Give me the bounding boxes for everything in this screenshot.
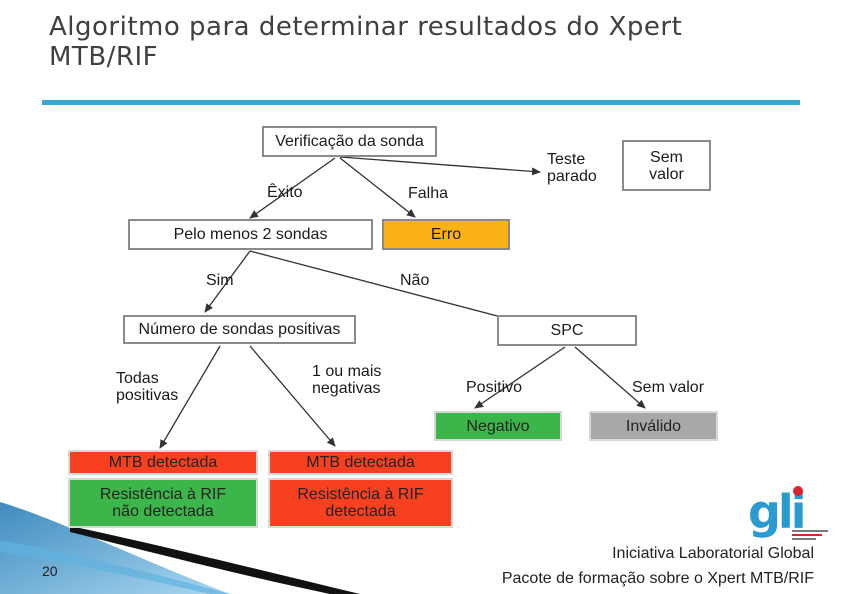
no-label: Não xyxy=(400,272,430,289)
all-positive-label: Todas positivas xyxy=(116,370,179,404)
title-rule xyxy=(42,100,800,105)
probe-check-box: Verificação da sonda xyxy=(262,126,437,157)
error-box: Erro xyxy=(382,219,510,250)
rif-not-detected-label: Resistência à RIF não detectada xyxy=(99,486,227,520)
no-value-label: Sem valor xyxy=(632,379,705,396)
mtb-detected-box-1: MTB detectada xyxy=(68,450,258,475)
invalid-box: Inválido xyxy=(589,411,718,441)
negative-box: Negativo xyxy=(434,411,562,441)
failure-label: Falha xyxy=(408,185,449,202)
num-positive-probes-box: Número de sondas positivas xyxy=(123,315,356,344)
error-label: Erro xyxy=(430,226,462,243)
gli-logo: gli xyxy=(748,485,828,540)
mtb-detected-box-2: MTB detectada xyxy=(268,450,453,475)
mtb-detected-label-1: MTB detectada xyxy=(108,454,218,471)
slide-title: Algoritmo para determinar resultados do … xyxy=(49,12,683,72)
probe-check-label: Verificação da sonda xyxy=(275,133,424,150)
mtb-detected-label-2: MTB detectada xyxy=(306,454,415,471)
rif-not-detected-box: Resistência à RIF não detectada xyxy=(68,478,258,528)
positive-label: Positivo xyxy=(466,379,523,396)
footer-org: Iniciativa Laboratorial Global xyxy=(612,545,814,562)
rif-detected-box: Resistência à RIF detectada xyxy=(268,478,453,528)
spc-label: SPC xyxy=(550,322,584,339)
at-least-2-probes-label: Pelo menos 2 sondas xyxy=(173,226,328,243)
test-stopped-label: Teste parado xyxy=(547,151,597,185)
negative-label: Negativo xyxy=(466,417,530,435)
yes-label: Sim xyxy=(206,272,234,289)
num-positive-probes-label: Número de sondas positivas xyxy=(138,321,341,338)
no-value-box-label: Sem valor xyxy=(649,148,684,183)
success-label: Êxito xyxy=(267,184,303,201)
one-or-more-negative-label: 1 ou mais negativas xyxy=(312,363,382,397)
no-value-box: Sem valor xyxy=(622,140,711,191)
rif-detected-label: Resistência à RIF detectada xyxy=(297,486,424,520)
page-number: 20 xyxy=(42,563,58,579)
footer-package: Pacote de formação sobre o Xpert MTB/RIF xyxy=(501,570,814,587)
spc-box: SPC xyxy=(497,315,637,346)
at-least-2-probes-box: Pelo menos 2 sondas xyxy=(128,219,373,250)
invalid-label: Inválido xyxy=(625,417,682,435)
